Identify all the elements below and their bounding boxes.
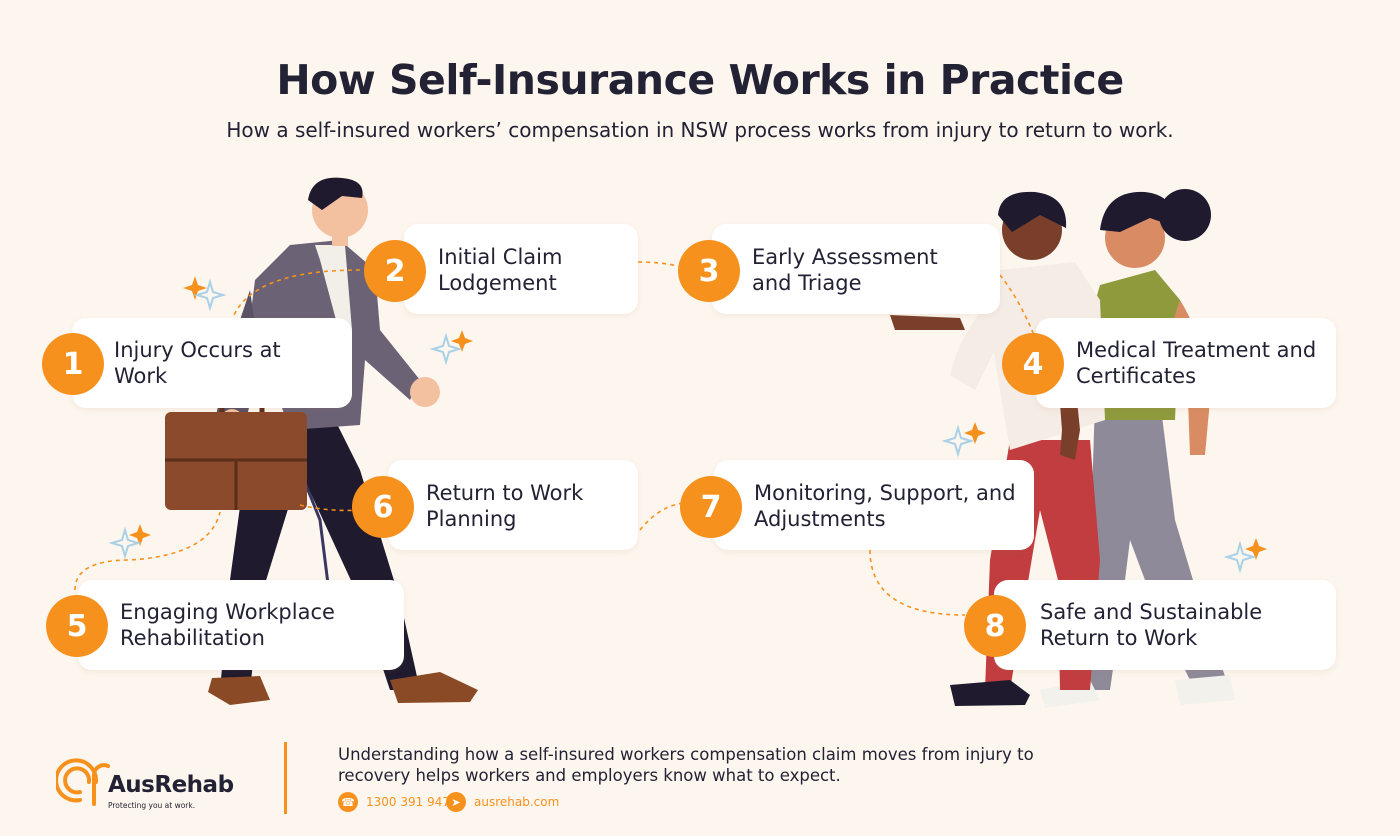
step-card-3 (712, 224, 1000, 314)
page-subtitle: How a self-insured workers’ compensation… (226, 118, 1174, 142)
footer-description: Understanding how a self-insured workers… (338, 745, 1034, 785)
step-number-2: 2 (364, 240, 426, 302)
step-number-3: 3 (678, 240, 740, 302)
step-number-6: 6 (352, 476, 414, 538)
step-number-7: 7 (680, 476, 742, 538)
sparkle-icon (129, 276, 1267, 560)
step-number-1: 1 (42, 333, 104, 395)
step-number-4: 4 (1002, 333, 1064, 395)
step-card-7 (714, 460, 1034, 550)
step-card-5 (78, 580, 404, 670)
step-label-7: Monitoring, Support, and Adjustments (754, 481, 1016, 531)
step-label-8: Safe and Sustainable Return to Work (1040, 600, 1263, 650)
step-card-6 (388, 460, 638, 550)
send-icon: ➤ (446, 792, 466, 812)
page-title: How Self-Insurance Works in Practice (276, 56, 1124, 104)
step-card-2 (404, 224, 638, 314)
step-card-1 (72, 318, 352, 408)
step-card-4 (1036, 318, 1336, 408)
step-number-8: 8 (964, 595, 1026, 657)
step-label-6: Return to Work Planning (426, 481, 584, 531)
step-number-5: 5 (46, 595, 108, 657)
phone-number[interactable]: 1300 391 947 (366, 795, 450, 809)
phone-icon: ☎ (338, 792, 358, 812)
step-card-8 (994, 580, 1336, 670)
phone-contact[interactable]: ☎ 1300 391 947 (338, 792, 450, 812)
step-label-5: Engaging Workplace Rehabilitation (120, 600, 335, 650)
step-label-1: Injury Occurs at Work (114, 338, 281, 388)
brand-tagline: Protecting you at work. (108, 801, 196, 810)
website-contact[interactable]: ➤ ausrehab.com (446, 792, 559, 812)
step-label-3: Early Assessment and Triage (752, 245, 938, 295)
step-label-2: Initial Claim Lodgement (438, 245, 563, 295)
brand-name: AusRehab (108, 772, 234, 798)
step-label-4: Medical Treatment and Certificates (1076, 338, 1317, 388)
footer-divider (284, 742, 287, 814)
ausrehab-logo (56, 758, 110, 806)
website-link[interactable]: ausrehab.com (474, 795, 560, 809)
